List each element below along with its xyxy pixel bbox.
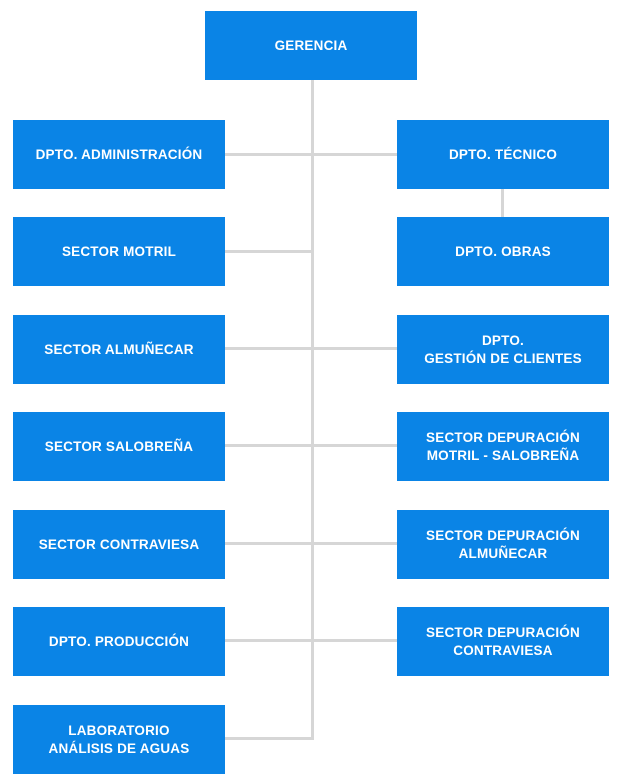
node-sector-depuracion-almunecar: SECTOR DEPURACIÓN ALMUÑECAR — [397, 510, 609, 579]
node-label: SECTOR DEPURACIÓN CONTRAVIESA — [426, 624, 580, 658]
trunk-line — [311, 79, 314, 740]
node-sector-depuracion-motril-salobrena: SECTOR DEPURACIÓN MOTRIL - SALOBREÑA — [397, 412, 609, 481]
node-sector-motril: SECTOR MOTRIL — [13, 217, 225, 286]
node-sector-almunecar: SECTOR ALMUÑECAR — [13, 315, 225, 384]
connector-left-1 — [224, 153, 398, 156]
node-dpto-obras: DPTO. OBRAS — [397, 217, 609, 286]
connector-left-6 — [224, 639, 398, 642]
node-sector-depuracion-contraviesa: SECTOR DEPURACIÓN CONTRAVIESA — [397, 607, 609, 676]
node-dpto-tecnico: DPTO. TÉCNICO — [397, 120, 609, 189]
node-sector-contraviesa: SECTOR CONTRAVIESA — [13, 510, 225, 579]
connector-tecnico-obras — [501, 188, 504, 218]
node-sector-salobrena: SECTOR SALOBREÑA — [13, 412, 225, 481]
node-label: SECTOR CONTRAVIESA — [38, 536, 200, 552]
node-label: SECTOR SALOBREÑA — [44, 438, 194, 454]
node-gerencia-label: GERENCIA — [274, 37, 348, 53]
node-dpto-gestion-clientes: DPTO. GESTIÓN DE CLIENTES — [397, 315, 609, 384]
node-label: SECTOR ALMUÑECAR — [44, 341, 194, 357]
node-label: DPTO. PRODUCCIÓN — [48, 633, 190, 649]
node-label: DPTO. OBRAS — [455, 243, 551, 259]
node-label: LABORATORIO ANÁLISIS DE AGUAS — [48, 722, 190, 756]
connector-left-3 — [224, 347, 398, 350]
node-label: SECTOR MOTRIL — [61, 243, 177, 259]
connector-left-5 — [224, 542, 398, 545]
node-label: SECTOR DEPURACIÓN MOTRIL - SALOBREÑA — [426, 429, 580, 463]
node-label: DPTO. TÉCNICO — [448, 146, 558, 162]
node-dpto-produccion: DPTO. PRODUCCIÓN — [13, 607, 225, 676]
node-label: SECTOR DEPURACIÓN ALMUÑECAR — [426, 527, 580, 561]
connector-left-7 — [224, 737, 313, 740]
connector-left-4 — [224, 444, 398, 447]
node-dpto-administracion: DPTO. ADMINISTRACIÓN — [13, 120, 225, 189]
node-gerencia: GERENCIA — [205, 11, 417, 80]
node-label: DPTO. ADMINISTRACIÓN — [35, 146, 203, 162]
connector-left-2 — [224, 250, 313, 253]
node-label: DPTO. GESTIÓN DE CLIENTES — [424, 332, 582, 366]
node-laboratorio: LABORATORIO ANÁLISIS DE AGUAS — [13, 705, 225, 774]
